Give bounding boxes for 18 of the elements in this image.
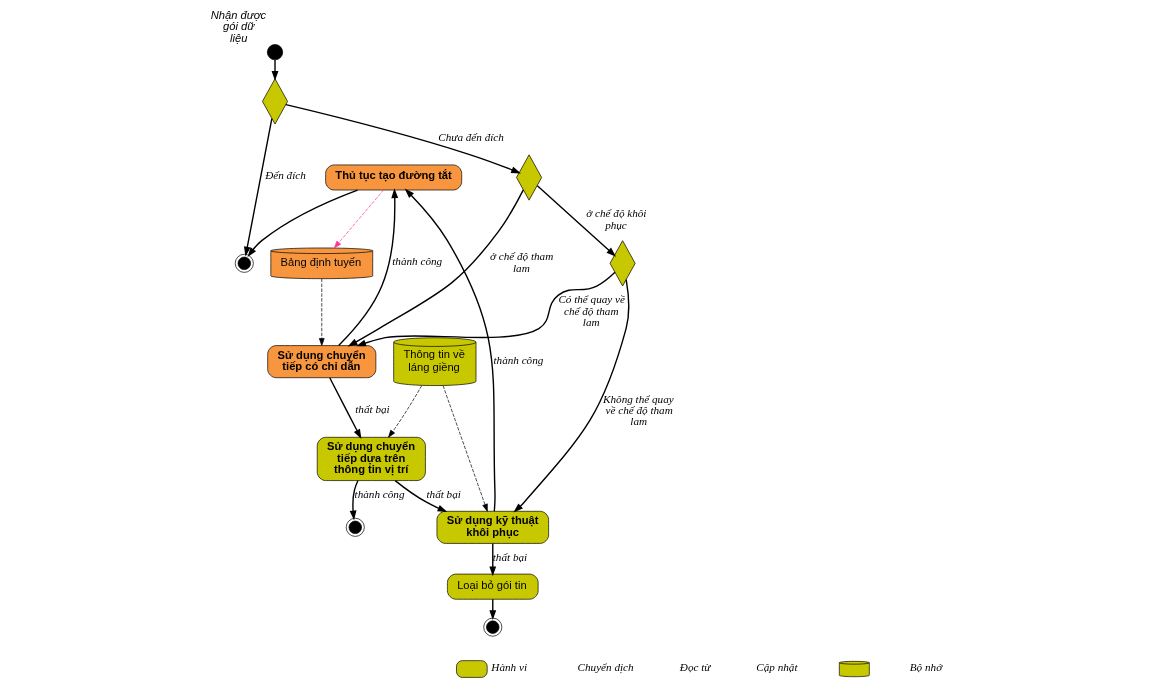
edge-label: ở chế độ khôi phục: [586, 207, 647, 231]
edge-label: Chưa đến đích: [438, 131, 504, 144]
edge-label: ở chế độ tham lam: [489, 250, 554, 274]
legend-label: Hành vi: [491, 660, 528, 673]
legend-label: Đọc từ: [679, 660, 711, 673]
edge-label: thành công: [392, 255, 443, 268]
legend-label: Chuyển dịch: [577, 660, 634, 673]
legend-label: Bộ nhớ: [909, 660, 943, 673]
edge-label: Có thể quay về chế độ tham lam: [558, 293, 625, 328]
edge-label: Không thể quay về chế độ tham lam: [603, 392, 674, 428]
edge-label: thất bại: [355, 403, 390, 416]
edge-label: thất bại: [492, 550, 528, 563]
edge-label: thất bại: [426, 487, 461, 500]
edge-label: Đến đích: [265, 169, 306, 182]
legend-label: Cập nhật: [756, 660, 798, 673]
edge-label: thành công: [493, 353, 544, 366]
edge-label: thành công: [354, 487, 405, 500]
node-label: Nhận được gói dữ liệu: [210, 9, 267, 44]
